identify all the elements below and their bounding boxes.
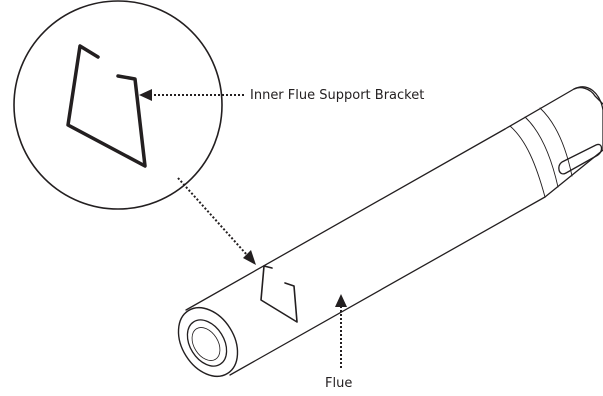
flue-tube: [177, 86, 603, 377]
bracket-on-flue: [260, 265, 298, 323]
detail-magnifier: [13, 0, 223, 210]
magnifier-circle: [13, 0, 223, 210]
flue-collar: [504, 86, 603, 198]
magnifier-to-flue-leader: [177, 177, 256, 265]
flue-vent-slot: [558, 143, 603, 175]
flue-tube-top-edge: [185, 128, 506, 311]
bracket-label: Inner Flue Support Bracket: [250, 88, 424, 103]
flue-label: Flue: [325, 376, 352, 391]
flue-tube-bottom-edge: [229, 196, 546, 376]
flue-leader: [335, 294, 347, 368]
bracket-detail-shape: [66, 44, 147, 168]
bracket-leader: [139, 89, 244, 101]
flue-end-outer-ring: [177, 307, 239, 377]
flue-terminal-cap: [573, 87, 603, 105]
flue-end-inner-ring: [186, 319, 228, 367]
